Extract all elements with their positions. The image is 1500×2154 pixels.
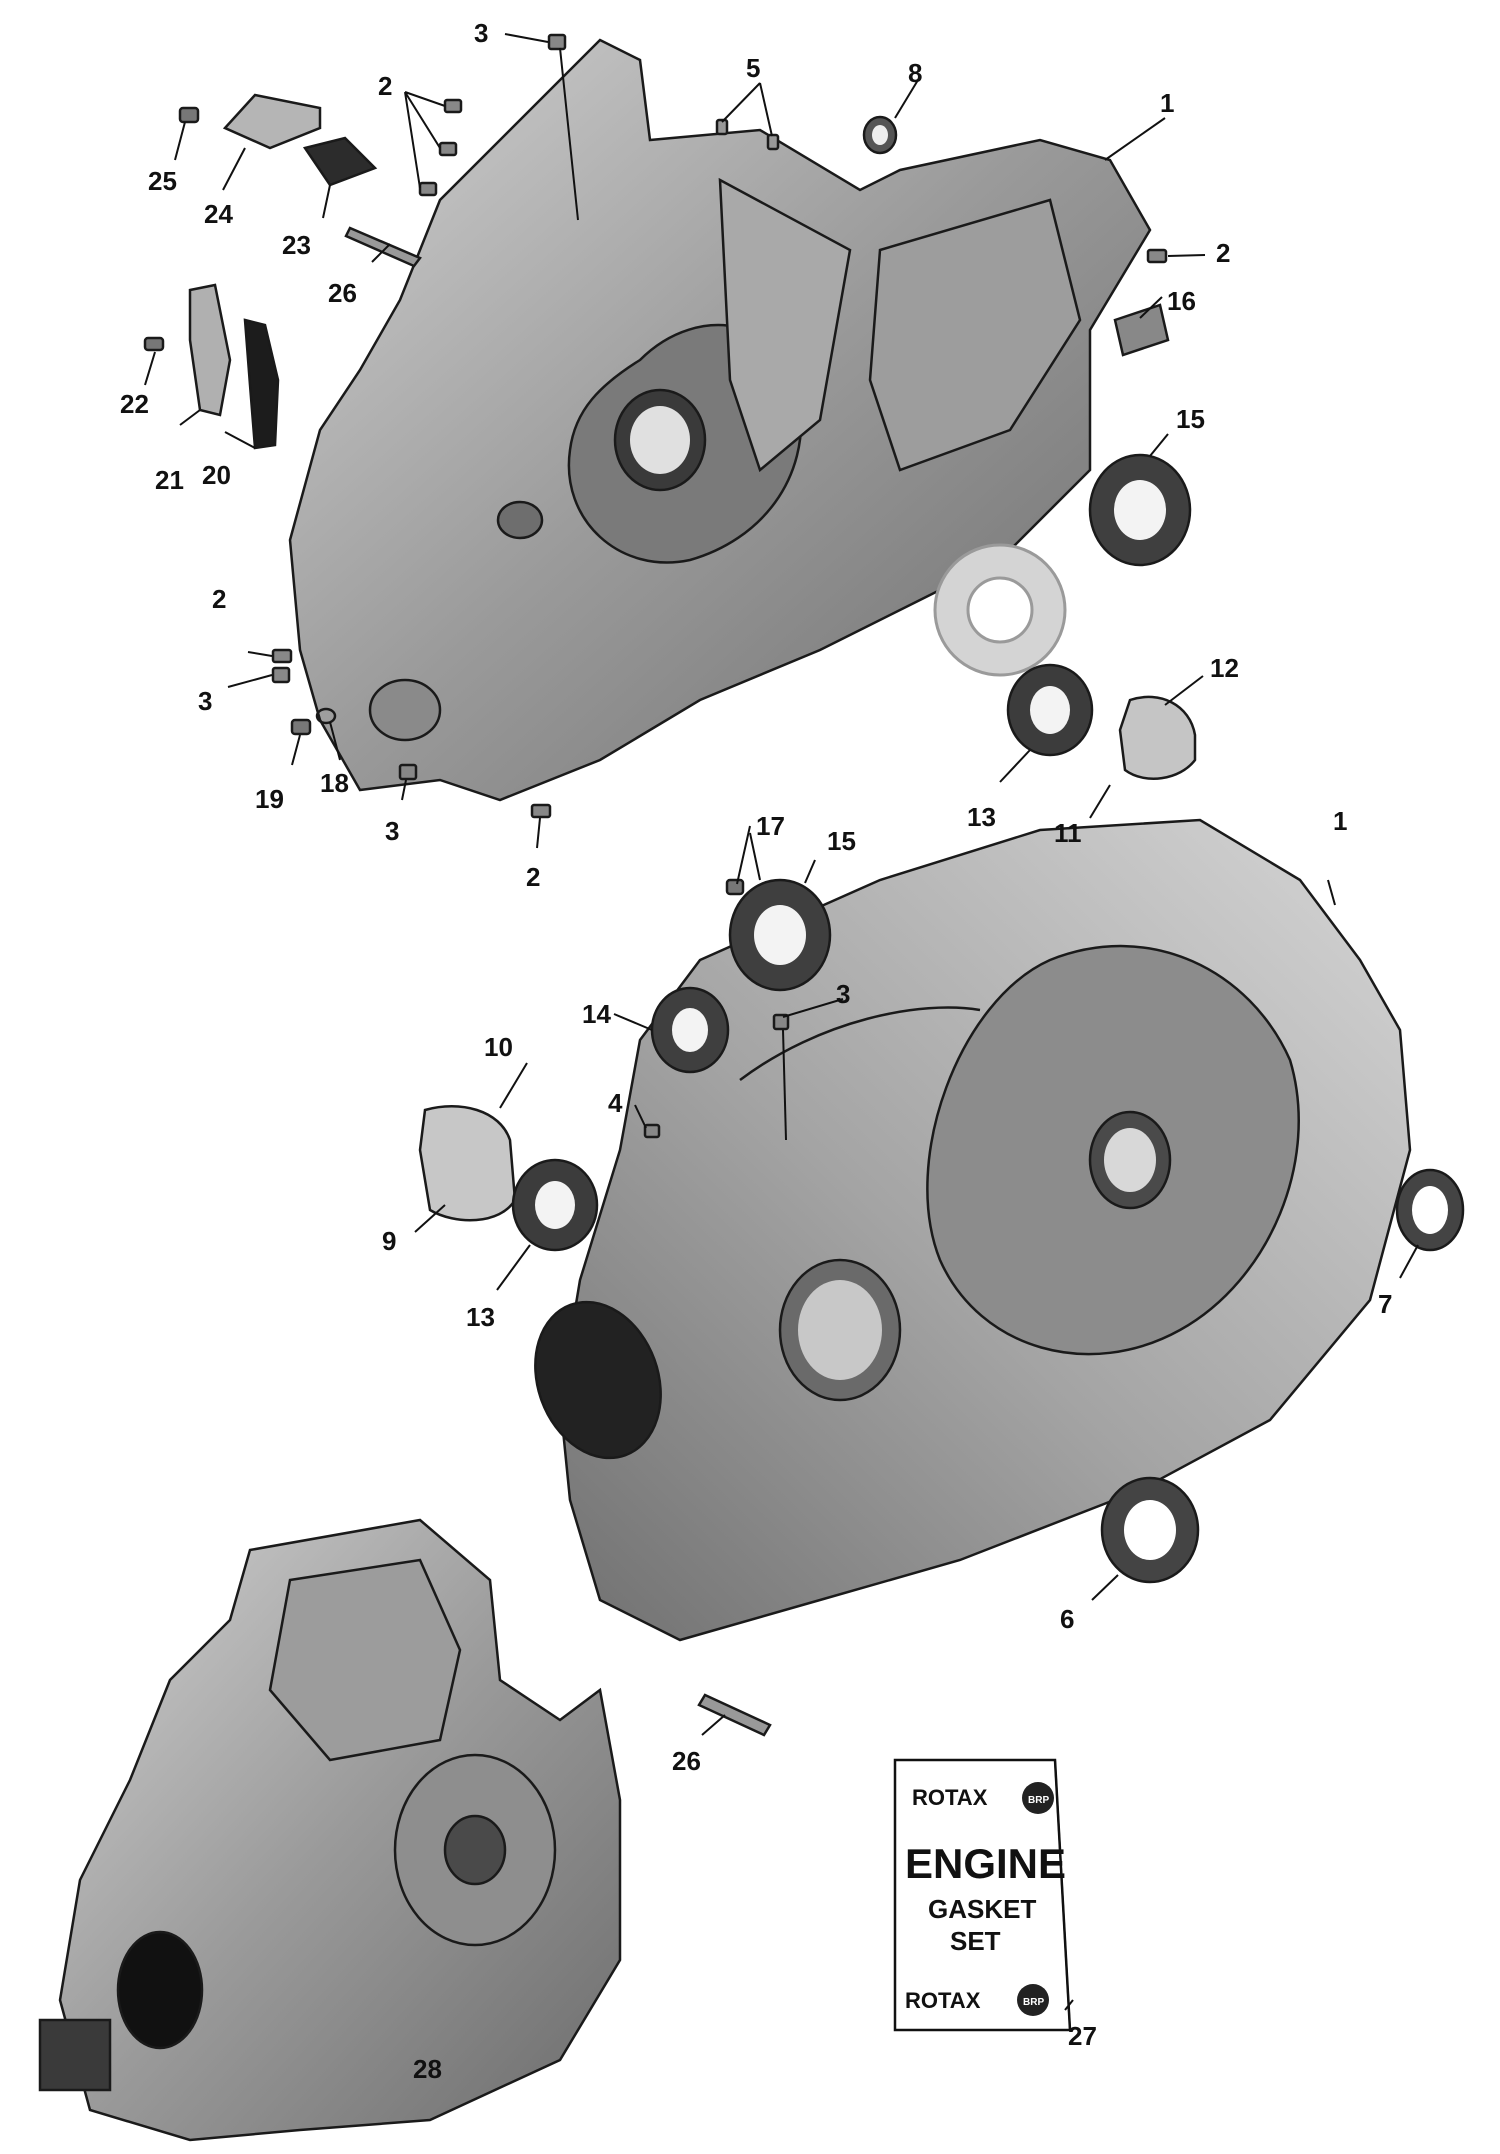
engine-gasket-kit-bag: ROTAX BRP ENGINE GASKET SET ROTAX BRP <box>893 1758 1072 2032</box>
brp-badge-top-text: BRP <box>1028 1795 1049 1806</box>
callout-2-bottom: 2 <box>526 862 540 892</box>
complete-engine-assembly <box>38 1518 622 2142</box>
callout-14: 14 <box>582 999 611 1029</box>
callout-6: 6 <box>1060 1604 1074 1634</box>
gasket-kit-brand-bottom: ROTAX <box>905 1988 981 2013</box>
callout-labels: 1 1 2 2 2 2 3 3 3 3 4 5 6 7 8 9 10 11 12… <box>120 18 1392 2084</box>
brp-badge-bottom-icon <box>1017 1984 1049 2016</box>
callout-2-left: 2 <box>212 584 226 614</box>
callout-27: 27 <box>1068 2021 1097 2051</box>
callout-3-middle: 3 <box>836 979 850 1009</box>
callout-9: 9 <box>382 1226 396 1256</box>
callout-21: 21 <box>155 465 184 495</box>
callout-3-top: 3 <box>474 18 488 48</box>
callout-26-lower: 26 <box>672 1746 701 1776</box>
callout-17: 17 <box>756 811 785 841</box>
callout-22: 22 <box>120 389 149 419</box>
callout-28: 28 <box>413 2054 442 2084</box>
callout-3-bottom: 3 <box>385 816 399 846</box>
callout-5: 5 <box>746 53 760 83</box>
callout-2-right: 2 <box>1216 238 1230 268</box>
brp-badge-bottom-text: BRP <box>1023 1997 1044 2008</box>
gasket-kit-title-line2: GASKET <box>928 1894 1036 1924</box>
gasket-kit-title-line1: ENGINE <box>905 1840 1066 1887</box>
gasket-kit-title-line3: SET <box>950 1926 1001 1956</box>
callout-7: 7 <box>1378 1289 1392 1319</box>
callout-1-upper: 1 <box>1160 88 1174 118</box>
callout-15-upper: 15 <box>1176 404 1205 434</box>
callout-23: 23 <box>282 230 311 260</box>
crankcase-half-lower <box>534 818 1412 1642</box>
callout-11: 11 <box>1054 818 1082 848</box>
callout-4: 4 <box>608 1088 623 1118</box>
callout-25: 25 <box>148 166 177 196</box>
callout-10: 10 <box>484 1032 513 1062</box>
callout-26-upper: 26 <box>328 278 357 308</box>
crankcase-half-upper <box>288 38 1152 802</box>
callout-2-top: 2 <box>378 71 392 101</box>
callout-3-left: 3 <box>198 686 212 716</box>
callout-16: 16 <box>1167 286 1196 316</box>
parts-upper-left <box>143 33 780 819</box>
brp-badge-top-icon <box>1022 1782 1054 1814</box>
callout-12: 12 <box>1210 653 1239 683</box>
callout-19: 19 <box>255 784 284 814</box>
callout-15-middle: 15 <box>827 826 856 856</box>
parts-upper-right <box>862 115 1197 780</box>
callout-8: 8 <box>908 58 922 88</box>
callout-13-upper: 13 <box>967 802 996 832</box>
callout-24: 24 <box>204 199 233 229</box>
callout-13-lower: 13 <box>466 1302 495 1332</box>
leader-lines <box>144 33 1419 2011</box>
parts-middle-left <box>418 878 1465 1737</box>
callout-1-lower: 1 <box>1333 806 1347 836</box>
callout-18: 18 <box>320 768 349 798</box>
gasket-kit-brand-top: ROTAX <box>912 1785 988 1810</box>
callout-20: 20 <box>202 460 231 490</box>
